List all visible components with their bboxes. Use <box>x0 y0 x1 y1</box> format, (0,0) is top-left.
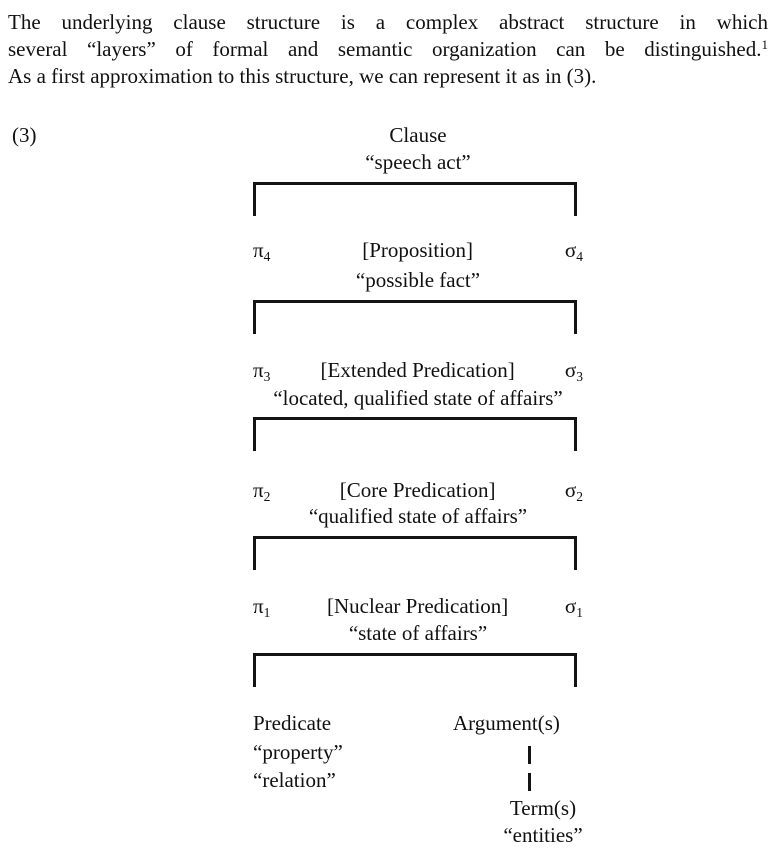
predicate-gloss-property: “property” <box>253 740 343 764</box>
intro-paragraph: The underlying clause structure is a com… <box>0 9 771 90</box>
pi-operator: π2 <box>253 478 270 503</box>
layer-row-core-predication: π2 [Core Predication] σ2 <box>253 478 583 503</box>
sigma-subscript: 3 <box>576 369 583 384</box>
bracket-connector-4 <box>253 536 577 570</box>
sigma-operator: σ1 <box>565 594 583 619</box>
paragraph-line-1: The underlying clause structure is a com… <box>8 10 768 34</box>
layer-row-proposition: π4 [Proposition] σ4 <box>253 238 583 263</box>
clause-title: Clause <box>389 123 447 147</box>
bracket-connector-1 <box>253 182 577 216</box>
pi-subscript: 4 <box>263 249 271 264</box>
example-number: (3) <box>12 123 37 147</box>
argument-connector-bar-1 <box>528 746 531 764</box>
pi-symbol: π <box>253 358 264 382</box>
layer-gloss-extended-predication: “located, qualified state of affairs” <box>273 386 563 410</box>
bracket-connector-3 <box>253 417 577 451</box>
sigma-subscript: 1 <box>576 605 583 620</box>
layer-title: [Nuclear Predication] <box>326 594 509 618</box>
sigma-subscript: 2 <box>576 489 583 504</box>
clause-gloss: “speech act” <box>365 150 471 174</box>
argument-connector-bar-2 <box>528 773 531 791</box>
bracket-connector-2 <box>253 300 577 334</box>
term-label: Term(s) <box>509 796 577 820</box>
paragraph-line-2-text: several “layers” of formal and semantic … <box>8 37 762 61</box>
pi-operator: π4 <box>253 238 270 263</box>
sigma-operator: σ4 <box>565 238 583 263</box>
pi-operator: π1 <box>253 594 270 619</box>
pi-subscript: 1 <box>263 605 271 620</box>
layer-title: [Proposition] <box>362 238 474 262</box>
footnote-marker: 1 <box>761 37 769 52</box>
argument-label: Argument(s) <box>453 711 560 735</box>
sigma-subscript: 4 <box>576 249 583 264</box>
predicate-label: Predicate <box>253 711 332 735</box>
paragraph-line-3: As a first approximation to this structu… <box>8 64 597 88</box>
layer-gloss-core-predication: “qualified state of affairs” <box>308 504 528 528</box>
sigma-operator: σ3 <box>565 358 583 383</box>
sigma-symbol: σ <box>564 358 577 382</box>
pi-subscript: 3 <box>263 369 271 384</box>
pi-subscript: 2 <box>263 489 271 504</box>
term-gloss: “entities” <box>503 823 583 847</box>
pi-symbol: π <box>253 478 264 502</box>
sigma-symbol: σ <box>564 238 577 262</box>
bracket-connector-5 <box>253 653 577 687</box>
layer-gloss-nuclear-predication: “state of affairs” <box>348 621 488 645</box>
layer-row-nuclear-predication: π1 [Nuclear Predication] σ1 <box>253 594 583 619</box>
sigma-symbol: σ <box>564 478 577 502</box>
pi-symbol: π <box>253 594 264 618</box>
layer-gloss-proposition: “possible fact” <box>355 268 481 292</box>
layer-title: [Extended Predication] <box>320 358 515 382</box>
layer-row-extended-predication: π3 [Extended Predication] σ3 <box>253 358 583 383</box>
sigma-symbol: σ <box>564 594 577 618</box>
paragraph-line-2: several “layers” of formal and semantic … <box>8 36 768 63</box>
pi-operator: π3 <box>253 358 270 383</box>
layer-title: [Core Predication] <box>339 478 496 502</box>
pi-symbol: π <box>253 238 264 262</box>
sigma-operator: σ2 <box>565 478 583 503</box>
predicate-gloss-relation: “relation” <box>253 768 336 792</box>
